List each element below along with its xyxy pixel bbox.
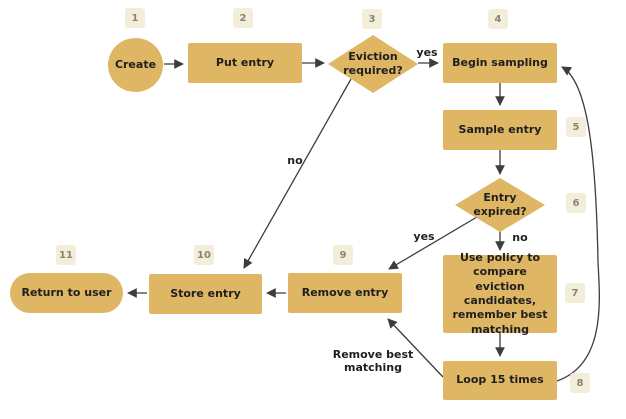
- step-badge-6: 6: [566, 193, 586, 213]
- edge-loop-beginsampling: [556, 66, 600, 382]
- edge-loop-removeentry: [387, 318, 444, 378]
- edge-eviction-storeentry: [243, 78, 352, 269]
- node-use-policy: Use policy to compare eviction candidate…: [443, 251, 557, 336]
- step-badge-7: 7: [565, 283, 585, 303]
- edge-entryexpired-removeentry: [388, 216, 478, 270]
- node-entry-expired: Entry expired?: [455, 178, 545, 232]
- node-put-entry: Put entry: [188, 43, 302, 83]
- node-begin-sampling: Begin sampling: [443, 43, 557, 83]
- step-badge-2: 2: [233, 8, 253, 28]
- node-label: Entry expired?: [473, 190, 527, 218]
- step-badge-10: 10: [194, 245, 214, 265]
- step-badge-8: 8: [570, 373, 590, 393]
- step-badge-4: 4: [488, 9, 508, 29]
- node-create: Create: [108, 38, 163, 92]
- edge-label-no-eviction: no: [287, 154, 303, 167]
- step-badge-9: 9: [333, 245, 353, 265]
- edge-label-yes-eviction: yes: [416, 46, 438, 59]
- step-badge-11: 11: [56, 245, 76, 265]
- edge-label-remove-best-matching: Remove best matching: [332, 348, 414, 375]
- node-store-entry: Store entry: [149, 274, 262, 314]
- node-eviction-required: Eviction required?: [328, 35, 418, 93]
- node-loop-15-times: Loop 15 times: [443, 361, 557, 400]
- step-badge-3: 3: [362, 9, 382, 29]
- edge-label-yes-expired: yes: [413, 230, 435, 243]
- step-badge-1: 1: [125, 8, 145, 28]
- node-sample-entry: Sample entry: [443, 110, 557, 150]
- node-label: Eviction required?: [343, 49, 403, 77]
- node-return-to-user: Return to user: [10, 273, 123, 313]
- edge-label-no-expired: no: [512, 231, 528, 244]
- node-remove-entry: Remove entry: [288, 273, 402, 313]
- step-badge-5: 5: [566, 117, 586, 137]
